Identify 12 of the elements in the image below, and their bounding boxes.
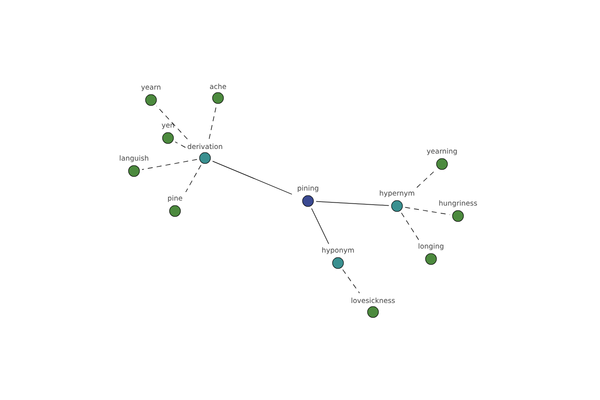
connector-line	[316, 201, 390, 206]
connector-line	[342, 269, 360, 294]
connector-line	[212, 160, 292, 195]
connector-line	[156, 106, 188, 140]
connector-line	[416, 169, 436, 188]
connector-line	[311, 208, 330, 244]
connector-line	[404, 207, 450, 215]
connector-line	[185, 164, 202, 192]
connector-line	[401, 212, 420, 240]
connector-line	[208, 106, 217, 140]
connector-line	[142, 159, 198, 170]
connector-line	[174, 142, 186, 148]
